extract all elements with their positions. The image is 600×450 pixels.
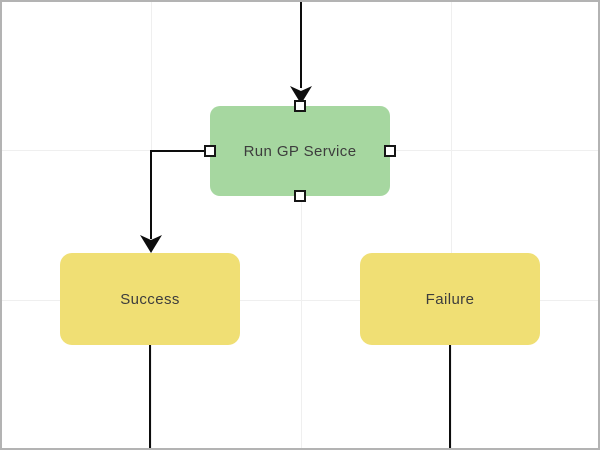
connection-handle-top-icon[interactable]: [294, 100, 306, 112]
node-failure[interactable]: Failure: [360, 253, 540, 345]
node-run-gp-service[interactable]: Run GP Service: [204, 100, 396, 202]
node-label: Failure: [425, 290, 475, 308]
connector-incoming-top[interactable]: [290, 0, 312, 104]
connector-gp-to-success[interactable]: [140, 150, 206, 253]
connection-handle-right-icon[interactable]: [384, 145, 396, 157]
node-label: Success: [120, 290, 180, 308]
connection-handle-bottom-icon[interactable]: [294, 190, 306, 202]
arrowhead-icon: [290, 86, 312, 104]
node-success[interactable]: Success: [60, 253, 240, 345]
arrowhead-icon: [140, 235, 162, 253]
connection-handle-left-icon[interactable]: [204, 145, 216, 157]
node-label: Run GP Service: [243, 142, 357, 160]
